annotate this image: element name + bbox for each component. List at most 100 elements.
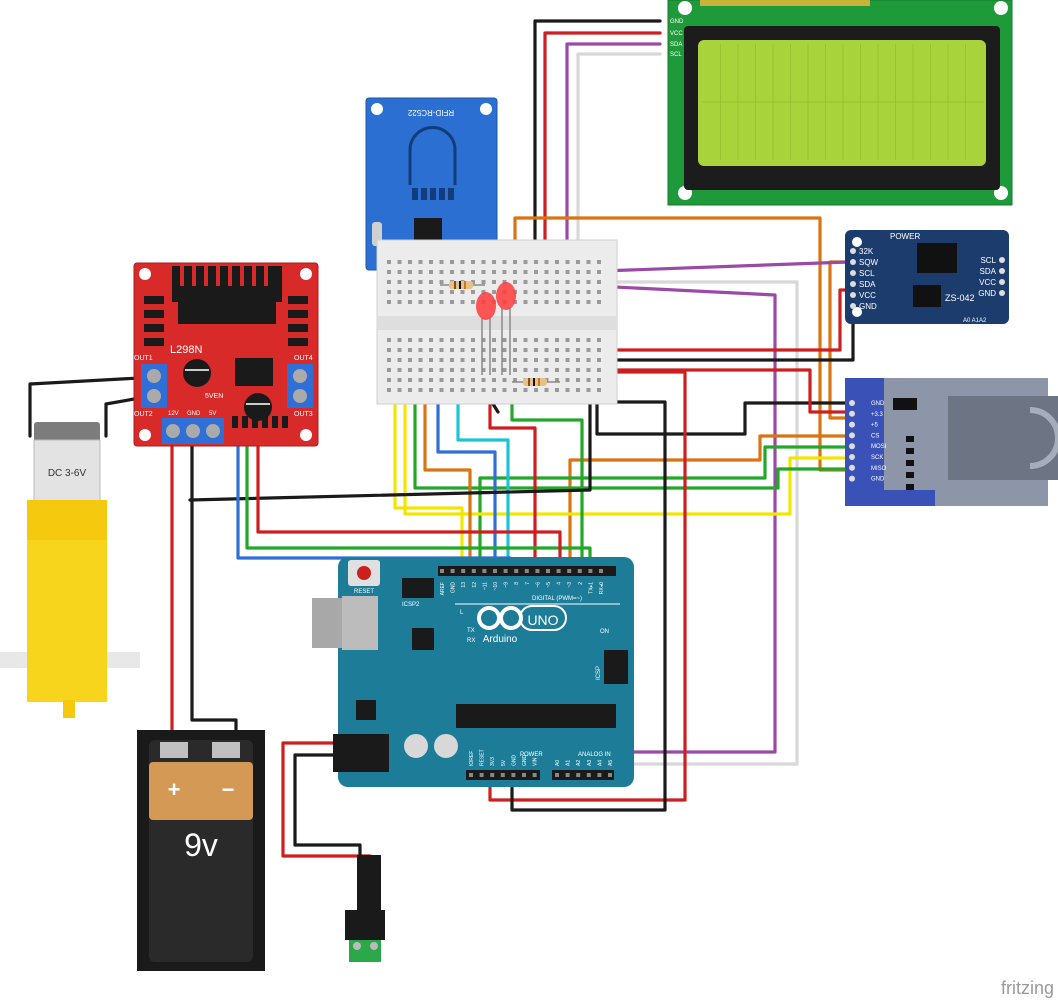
breadboard-hole [460, 290, 465, 294]
breadboard-hole [576, 358, 580, 362]
wire-jack-black [293, 753, 362, 864]
sd-pin [849, 464, 855, 471]
icsp2-label: ICSP2 [402, 602, 420, 608]
header-pin [524, 569, 529, 573]
breadboard-hole [576, 348, 580, 352]
breadboard-hole [439, 300, 444, 304]
digital-pin-label: ~3 [567, 582, 573, 588]
header-pin [450, 569, 455, 573]
red-led [476, 292, 496, 375]
header-pin [567, 569, 572, 573]
breadboard-hole [586, 338, 591, 342]
analog-pin-label: A1 [566, 760, 572, 766]
breadboard-hole [544, 280, 549, 284]
breadboard-hole [513, 368, 517, 372]
breadboard-hole [502, 270, 507, 274]
breadboard-hole [471, 368, 475, 372]
analog-header [552, 770, 614, 780]
digital-pin-label: TX▸1 [588, 582, 594, 594]
mount-hole [678, 1, 692, 15]
breadboard-hole [471, 290, 475, 294]
breadboard-hole [555, 290, 559, 294]
breadboard-hole [565, 368, 570, 372]
rtc-address-pins: A0 A1A2 [963, 318, 987, 324]
breadboard-hole [502, 338, 507, 342]
rfid-pads [412, 188, 454, 200]
breadboard-hole [387, 378, 391, 382]
breadboard-hole [387, 338, 391, 342]
breadboard-hole [492, 358, 496, 362]
digital-pin-label: ~9 [504, 582, 510, 588]
breadboard-hole [576, 290, 580, 294]
led-tx-label: TX [467, 628, 475, 634]
breadboard-hole [513, 388, 517, 392]
header-pin [490, 773, 495, 777]
header-pin [461, 569, 466, 573]
breadboard-hole [429, 348, 433, 352]
wire-lcd-scl [576, 52, 662, 282]
breadboard-hole [534, 348, 538, 352]
breadboard-hole [565, 378, 570, 382]
breadboard-holes [387, 260, 601, 392]
regulator [235, 358, 273, 386]
header-pin [522, 773, 526, 777]
header-pin [514, 569, 519, 573]
dc-barrel-jack [345, 855, 385, 962]
breadboard-hole [460, 348, 465, 352]
breadboard-hole [387, 358, 391, 362]
breadboard-hole [460, 300, 465, 304]
lcd-screen [698, 40, 986, 166]
breadboard-hole [502, 358, 507, 362]
breadboard-hole [523, 280, 528, 284]
breadboard-hole [471, 300, 475, 304]
header-pin [535, 569, 540, 573]
breadboard-hole [576, 300, 580, 304]
mount-hole [852, 237, 862, 247]
wire-gnd-black [510, 400, 667, 812]
analog-pin-label: A3 [587, 760, 593, 766]
breadboard-hole [471, 358, 475, 362]
reset-label: RESET [354, 589, 374, 595]
digital-pin-label: ~10 [493, 582, 499, 591]
wire-sd-sck [403, 268, 850, 516]
power-pin-label: IOREF [469, 751, 475, 766]
header-pin [546, 569, 550, 573]
breadboard-hole [481, 378, 486, 382]
lcd-pin-vcc: VCC [670, 31, 683, 37]
breadboard-hole [576, 338, 580, 342]
breadboard-hole [576, 270, 580, 274]
breadboard-hole [418, 338, 423, 342]
breadboard-hole [460, 260, 465, 264]
analog-pin-label: A5 [608, 760, 614, 766]
breadboard-hole [492, 290, 496, 294]
breadboard-hole [397, 348, 402, 352]
header-pin [532, 773, 537, 777]
breadboard-hole [418, 378, 423, 382]
breadboard-hole [450, 388, 454, 392]
breadboard-hole [555, 368, 559, 372]
wire-sd-cs [568, 434, 850, 564]
breadboard-hole [439, 338, 444, 342]
breadboard-hole [439, 270, 444, 274]
breadboard-hole [586, 290, 591, 294]
sd-card [948, 396, 1058, 480]
led-l-label: L [460, 610, 464, 616]
header-pin [469, 773, 473, 777]
header-pin [479, 773, 484, 777]
mount-hole [139, 429, 151, 441]
breadboard-hole [460, 388, 465, 392]
sd-pin-label: CS [871, 433, 879, 439]
rtc-pin [850, 281, 856, 287]
rtc-pin-label: 32K [859, 247, 874, 256]
breadboard-hole [492, 378, 496, 382]
breadboard-hole [534, 280, 538, 284]
breadboard-hole [429, 270, 433, 274]
header-pin [511, 773, 516, 777]
battery-minus: − [222, 777, 235, 802]
breadboard-hole [387, 260, 391, 264]
breadboard-hole [439, 378, 444, 382]
rtc-module: POWER ZS-042 A0 A1A2 32KSQWSCLSDAVCCGND … [845, 230, 1009, 324]
breadboard-hole [586, 358, 591, 362]
breadboard-hole [565, 300, 570, 304]
